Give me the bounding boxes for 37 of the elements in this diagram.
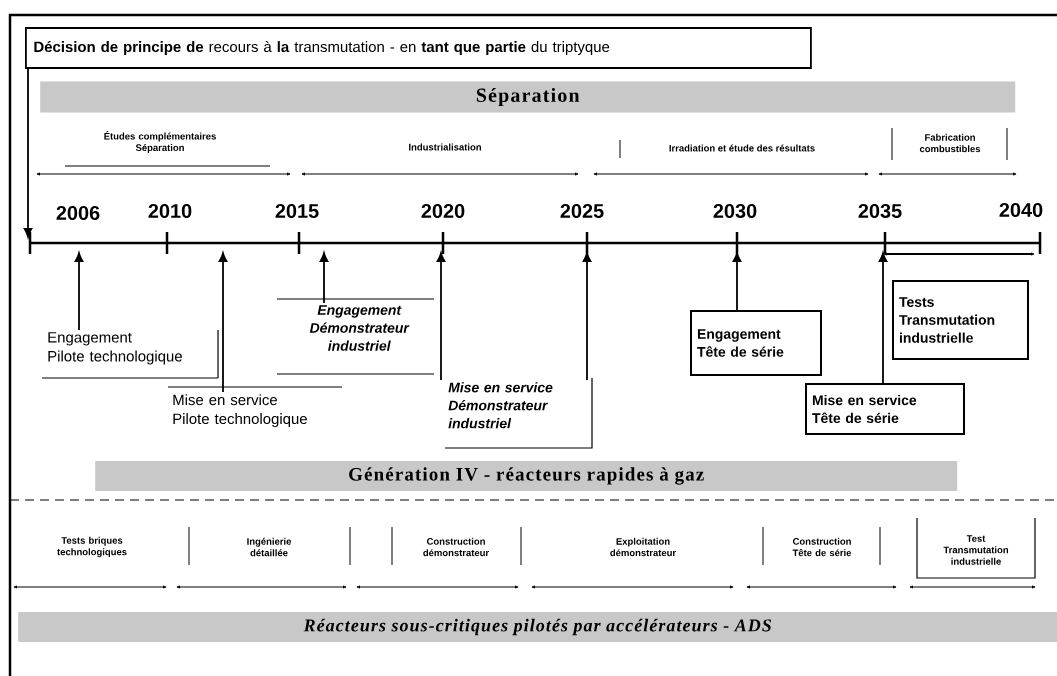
year-label: 2040 xyxy=(999,202,1043,218)
decision-box: Décision de principe de recours à la transmutation - en tant que partie du triptyque xyxy=(25,27,812,69)
arrow xyxy=(878,252,888,384)
phase-label: Construction démonstrateur xyxy=(423,537,489,557)
year-label: 2006 xyxy=(56,205,100,221)
milestone-box: Mise en service Tête de série xyxy=(805,383,965,435)
year-label: 2020 xyxy=(421,203,465,219)
phase-label: Irradiation et étude des résultats xyxy=(669,144,815,152)
year-label: 2010 xyxy=(148,203,192,219)
phase-label: Fabrication combustibles xyxy=(919,133,981,153)
year-label: 2030 xyxy=(713,203,757,219)
arrow xyxy=(319,252,329,304)
arrow xyxy=(218,252,228,393)
phase-label: Construction Tête de série xyxy=(792,537,852,557)
milestone-box: Engagement Tête de série xyxy=(690,310,822,376)
milestone-label: Mise en service Démonstrateur industriel xyxy=(444,377,593,449)
arrow xyxy=(74,252,84,331)
milestone-label: Mise en service Pilote technologique xyxy=(167,386,343,428)
year-label: 2025 xyxy=(560,203,604,219)
milestone-box: Tests Transmutation industrielle xyxy=(892,280,1029,360)
phase-label: Tests briques technologiques xyxy=(57,536,127,558)
phase-label: Études complémentaires Séparation xyxy=(104,131,216,153)
arrow xyxy=(732,252,742,311)
ads-band: Réacteurs sous-critiques pilotés par accélérateurs - ADS xyxy=(18,612,1057,642)
phase-label: Test Transmutation industrielle xyxy=(943,535,1009,565)
generation-band: Génération IV - réacteurs rapides à gaz xyxy=(95,461,958,491)
phase-label: Ingénierie détaillée xyxy=(247,537,292,557)
phase-label: Exploitation démonstrateur xyxy=(610,537,676,557)
year-label: 2035 xyxy=(858,203,902,219)
arrow xyxy=(436,252,446,381)
arrow xyxy=(23,68,33,238)
year-label: 2015 xyxy=(275,203,319,219)
arrow xyxy=(582,252,592,381)
milestone-label: Engagement Pilote technologique xyxy=(41,329,219,379)
phase-label: Industrialisation xyxy=(409,143,481,151)
separation-band: Séparation xyxy=(40,81,1016,113)
milestone-label: Engagement Démonstrateur industriel xyxy=(276,298,435,375)
